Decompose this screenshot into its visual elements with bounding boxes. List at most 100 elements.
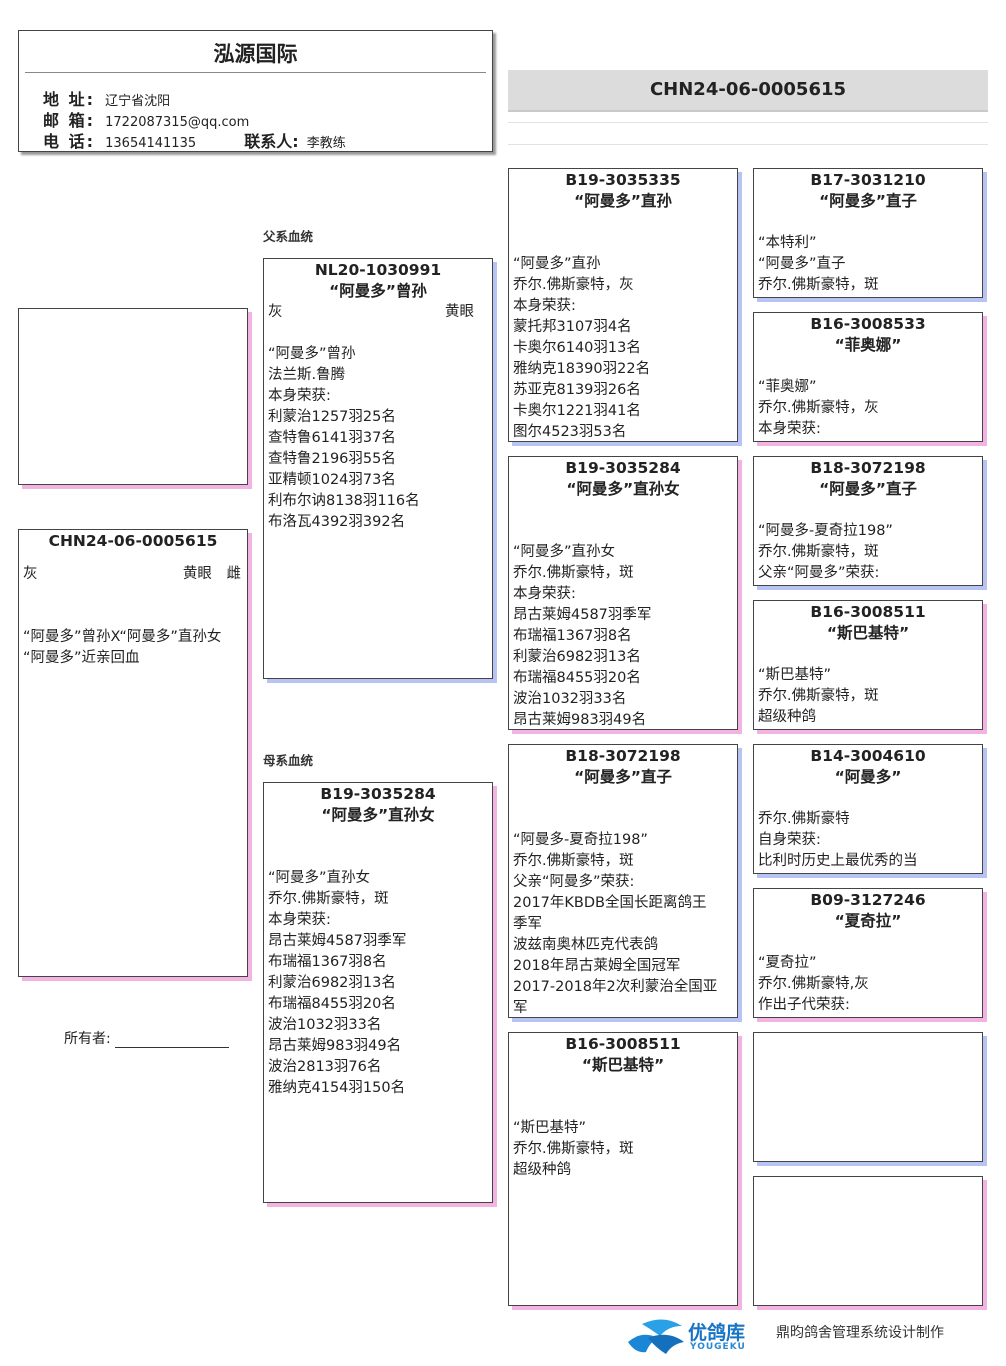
pigeon-name: “阿曼多”直孙女 — [566, 480, 680, 498]
note-line: “阿曼多-夏奇拉198” — [758, 523, 893, 539]
great-grandparent-card: B18-3072198 “阿曼多”直子 “阿曼多-夏奇拉198” 乔尔.佛斯豪特，斑父… — [753, 456, 983, 586]
contact-label: 联系人: — [244, 132, 299, 151]
maternal-granddam-card: B16-3008511 “斯巴基特”“斯巴基特”乔尔.佛斯豪特，斑超级种鸽 — [508, 1032, 738, 1306]
note-line: 卡奥尔6140羽13名 — [513, 340, 641, 356]
dam-ring: B19-3035284 — [320, 785, 436, 803]
pigeon-notes: “斯巴基特”乔尔.佛斯豪特，斑超级种鸽 — [509, 1118, 737, 1181]
sire-card: NL20-1030991 “阿曼多”曾孙 灰 黄眼 “阿曼多”曾孙法兰斯.鲁腾本… — [263, 258, 493, 679]
note-line: 乔尔.佛斯豪特 — [758, 811, 850, 827]
note-line: 雅纳克4154羽150名 — [268, 1080, 406, 1096]
subject-sex: 雌 — [226, 566, 242, 582]
ring-number: B09-3127246 — [810, 891, 926, 909]
ring-number: B18-3072198 — [810, 459, 926, 477]
pigeon-notes: “菲奥娜”乔尔.佛斯豪特，灰本身荣获: — [754, 377, 982, 440]
note-line: “斯巴基特” — [513, 1120, 587, 1136]
note-line: 军 — [513, 1000, 528, 1016]
ring-number: B16-3008533 — [810, 315, 926, 333]
great-grandparent-card: B16-3008533 “菲奥娜” “菲奥娜”乔尔.佛斯豪特，灰本身荣获: — [753, 312, 983, 442]
pigeon-notes: “夏奇拉” 乔尔.佛斯豪特,灰作出子代荣获: — [754, 953, 982, 1016]
note-line: “阿曼多”直孙女 — [513, 544, 616, 560]
subject-ring: CHN24-06-0005615 — [48, 532, 218, 550]
note-line: 乔尔.佛斯豪特，斑 — [758, 688, 879, 704]
note-line: 乔尔.佛斯豪特，斑 — [513, 565, 634, 581]
great-grandparent-card: B14-3004610“阿曼多”乔尔.佛斯豪特自身荣获:比利时历史上最优秀的当 — [753, 744, 983, 874]
dam-name: “阿曼多”直孙女 — [321, 806, 435, 824]
pigeon-name: “阿曼多” — [834, 768, 902, 786]
system-credit: 鼎昀鸽舍管理系统设计制作 — [776, 1325, 944, 1341]
note-line: 作出子代荣获: — [758, 997, 850, 1013]
email-row: 邮 箱: 1722087315@qq.com — [43, 107, 249, 131]
great-grandparent-card — [753, 1176, 983, 1306]
note-line: 本身荣获: — [513, 298, 576, 314]
note-line: 波治1032羽33名 — [268, 1017, 382, 1033]
paternal-granddam-card: B19-3035284“阿曼多”直孙女“阿曼多”直孙女乔尔.佛斯豪特，斑本身荣获… — [508, 456, 738, 730]
paternal-grandsire-card: B19-3035335 “阿曼多”直孙“阿曼多”直孙乔尔.佛斯豪特，灰本身荣获:蒙… — [508, 168, 738, 442]
ring-number: B19-3035284 — [565, 459, 681, 477]
ring-number: B18-3072198 — [565, 747, 681, 765]
pigeon-notes: “阿曼多”直孙乔尔.佛斯豪特，灰本身荣获:蒙托邦3107羽4名卡奥尔6140羽1… — [509, 254, 737, 441]
pigeon-name: “夏奇拉” — [834, 912, 902, 930]
note-line: “阿曼多”直孙 — [513, 256, 601, 272]
note-line: 乔尔.佛斯豪特,灰 — [758, 976, 869, 992]
great-grandparent-card: B09-3127246 “夏奇拉” “夏奇拉” 乔尔.佛斯豪特,灰作出子代荣获: — [753, 888, 983, 1018]
pigeon-name: “阿曼多”直子 — [819, 480, 917, 498]
note-line: 布瑞福1367羽8名 — [268, 954, 387, 970]
ring-number: B16-3008511 — [565, 1035, 681, 1053]
note-line: 波治1032羽33名 — [513, 691, 627, 707]
address-row: 地 址: 辽宁省沈阳 — [43, 86, 170, 110]
brand-logo-icon — [628, 1319, 684, 1354]
note-line: 昂古莱姆4587羽季军 — [268, 933, 407, 949]
pigeon-notes: “阿曼多-夏奇拉198”乔尔.佛斯豪特，斑父亲“阿曼多”荣获:2017年KBDB… — [509, 830, 737, 1017]
pigeon-name: “菲奥娜” — [834, 336, 902, 354]
pigeon-notes: 乔尔.佛斯豪特自身荣获: 比利时历史上最优秀的当 — [754, 809, 982, 872]
pigeon-notes: “阿曼多”直孙女乔尔.佛斯豪特，斑本身荣获:昂古莱姆4587羽季军布瑞福1367… — [509, 542, 737, 729]
note-line: 季军 — [513, 916, 542, 932]
great-grandparent-card — [753, 1032, 983, 1162]
note-line: 超级种鸽 — [513, 1162, 571, 1178]
note-line: 雅纳克18390羽22名 — [513, 361, 651, 377]
address-label: 地 址: — [43, 90, 95, 109]
maternal-grandsire-card: B18-3072198“阿曼多”直子“阿曼多-夏奇拉198”乔尔.佛斯豪特，斑父… — [508, 744, 738, 1018]
note-line: “斯巴基特” — [758, 667, 832, 683]
sire-section-label: 父系血统 — [263, 229, 314, 244]
contact-value: 李教练 — [306, 136, 346, 151]
note-line: 乔尔.佛斯豪特，斑 — [758, 544, 879, 560]
sire-name: “阿曼多”曾孙 — [329, 282, 427, 300]
note-line: “阿曼多”曾孙X“阿曼多”直孙女 — [23, 629, 222, 645]
subject-notes: “阿曼多”曾孙X“阿曼多”直孙女 “阿曼多”近亲回血 — [19, 627, 247, 669]
note-line: 布瑞福8455羽20名 — [268, 996, 396, 1012]
note-line: “阿曼多-夏奇拉198” — [513, 832, 648, 848]
great-grandparent-card: B16-3008511“斯巴基特”“斯巴基特”乔尔.佛斯豪特，斑超级种鸽 — [753, 600, 983, 730]
note-line: 乔尔.佛斯豪特，斑 — [268, 891, 389, 907]
note-line: 利蒙治1257羽25名 — [268, 409, 396, 425]
note-line: 比利时历史上最优秀的当 — [758, 853, 918, 869]
note-line: “阿曼多”直子 — [758, 256, 846, 272]
owner-field: 所有者: — [64, 1028, 229, 1048]
note-line: 昂古莱姆983羽49名 — [513, 712, 647, 728]
note-line: 亚精顿1024羽73名 — [268, 472, 396, 488]
note-line: 利蒙治6982羽13名 — [513, 649, 641, 665]
pigeon-notes: “本特利”“阿曼多”直子乔尔.佛斯豪特，斑 — [754, 233, 982, 296]
subject-eye: 黄眼 — [182, 566, 212, 582]
sire-traits: 灰 黄眼 — [264, 302, 492, 323]
pigeon-photo — [18, 308, 248, 485]
note-line: 2017-2018年2次利蒙治全国亚 — [513, 979, 718, 995]
phone-value: 13654141135 — [105, 136, 197, 151]
subject-color: 灰 — [23, 566, 38, 582]
note-line: 波治2813羽76名 — [268, 1059, 382, 1075]
note-line: “阿曼多”近亲回血 — [23, 650, 140, 666]
note-line: 法兰斯.鲁腾 — [268, 367, 346, 383]
dam-notes: “阿曼多”直孙女乔尔.佛斯豪特，斑本身荣获:昂古莱姆4587羽季军布瑞福1367… — [264, 868, 492, 1099]
note-line: “阿曼多”曾孙 — [268, 346, 356, 362]
note-line: 自身荣获: — [758, 832, 821, 848]
great-grandparent-card: B17-3031210“阿曼多”直子“本特利”“阿曼多”直子乔尔.佛斯豪特，斑 — [753, 168, 983, 298]
note-line: 乔尔.佛斯豪特，斑 — [758, 277, 879, 293]
sire-eye: 黄眼 — [445, 304, 474, 320]
ring-number: B19-3035335 — [565, 171, 681, 189]
note-line: “夏奇拉” — [758, 955, 817, 971]
note-line: 利蒙治6982羽13名 — [268, 975, 396, 991]
note-line: 父亲“阿曼多”荣获: — [758, 565, 880, 581]
note-line: 卡奥尔1221羽41名 — [513, 403, 641, 419]
pigeon-name: “斯巴基特” — [826, 624, 910, 642]
note-line: 布洛瓦4392羽392名 — [268, 514, 406, 530]
